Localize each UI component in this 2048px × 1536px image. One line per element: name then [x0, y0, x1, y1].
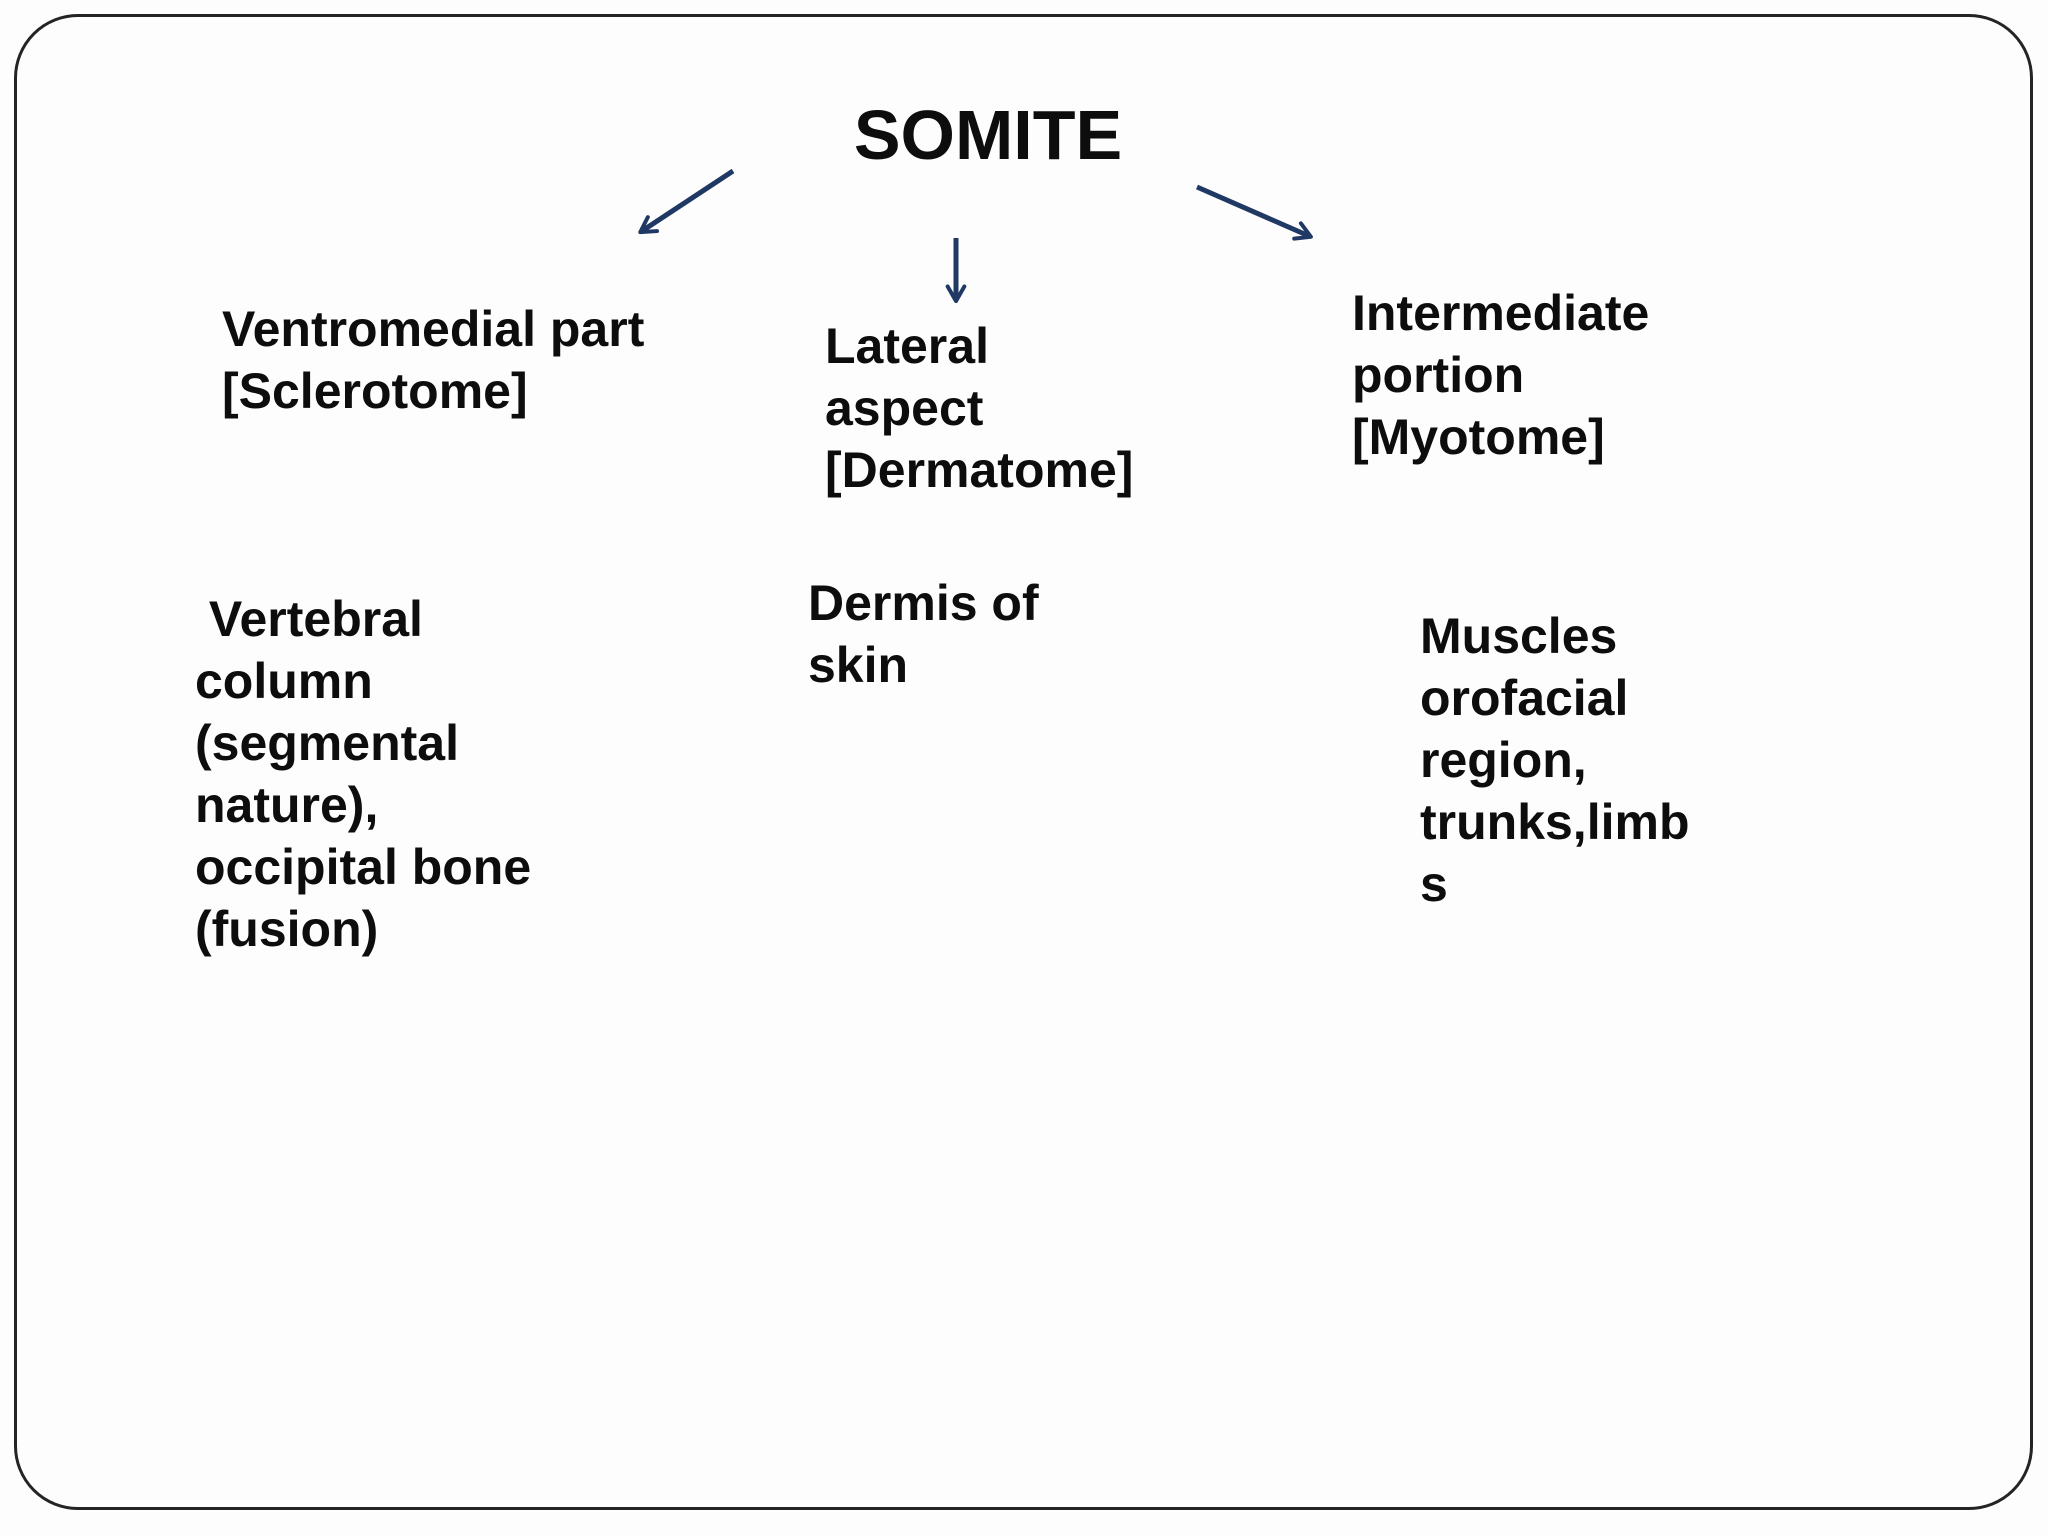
slide-title: SOMITE [853, 96, 1123, 174]
derivative-myotome: Muscles orofacial region, trunks,limb s [1420, 608, 1690, 912]
label-myotome: Intermediate portion [Myotome] [1352, 285, 1650, 465]
label-dermatome: Lateral aspect [Dermatome] [825, 318, 1134, 498]
label-sclerotome: Ventromedial part [Sclerotome] [222, 301, 645, 419]
derivative-dermatome: Dermis of skin [808, 575, 1039, 693]
slide-border [14, 14, 2033, 1510]
derivative-sclerotome: Vertebral column (segmental nature), occ… [195, 591, 532, 957]
